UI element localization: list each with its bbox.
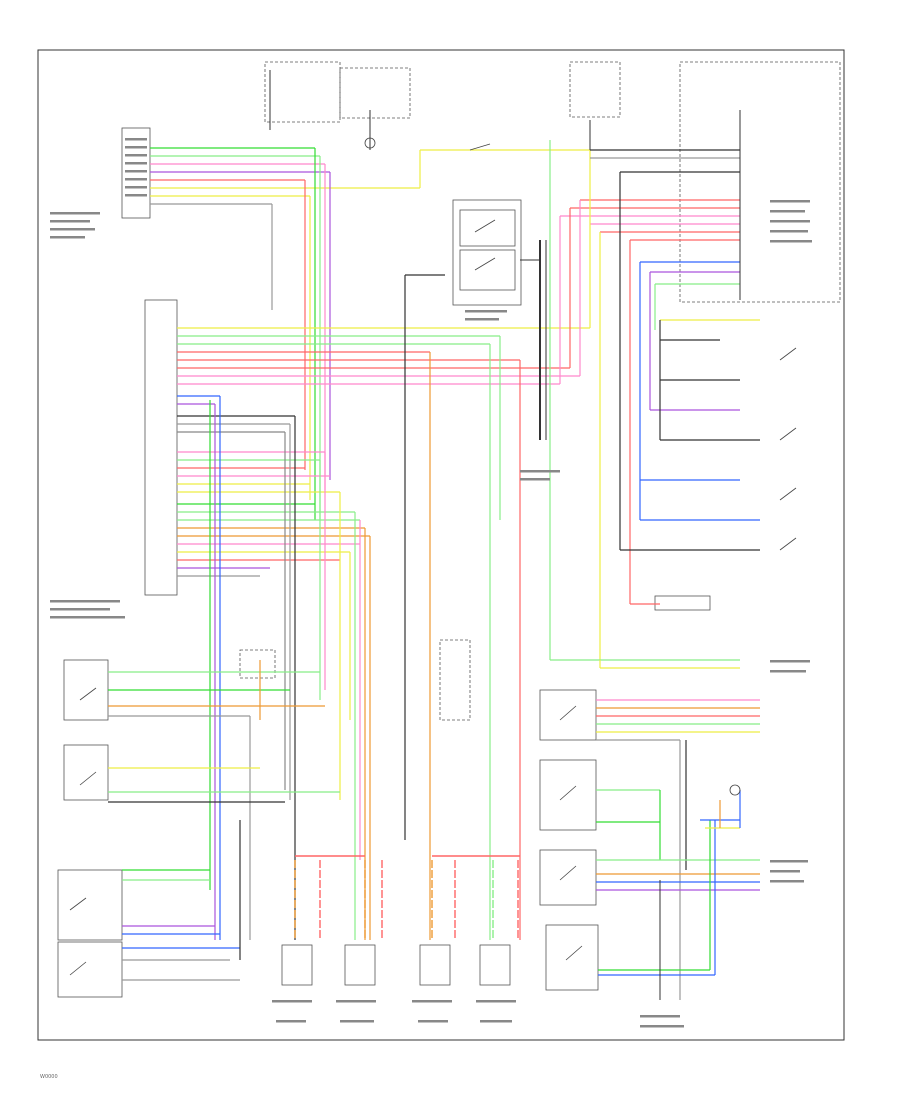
right-aux-box-1 bbox=[654, 595, 711, 611]
switch-contact bbox=[474, 257, 496, 271]
left-switch-3 bbox=[57, 869, 123, 941]
annotation-mark bbox=[465, 310, 507, 313]
lock-switch-a bbox=[459, 209, 516, 247]
right-aux-box-2 bbox=[239, 649, 276, 679]
actuator-1 bbox=[281, 944, 313, 986]
annotation-mark bbox=[125, 154, 147, 157]
actuator-4 bbox=[479, 944, 511, 986]
diagram-border bbox=[37, 49, 845, 1041]
wires-right-side bbox=[549, 140, 760, 669]
annotation-mark bbox=[480, 1020, 512, 1023]
lamp-symbol bbox=[729, 784, 741, 796]
main-control-connector bbox=[144, 299, 178, 596]
switch-contact bbox=[559, 705, 577, 721]
annotation-mark bbox=[340, 1020, 374, 1023]
annotation-mark bbox=[336, 1000, 376, 1003]
switch-contact bbox=[779, 537, 797, 551]
annotation-mark bbox=[770, 660, 810, 663]
wires-middle-verticals bbox=[209, 274, 521, 940]
component-boxes bbox=[57, 61, 841, 998]
annotation-mark bbox=[50, 220, 90, 223]
annotation-mark bbox=[50, 236, 85, 239]
switch-symbols bbox=[69, 137, 797, 976]
fuse-box bbox=[264, 61, 341, 123]
switch-contact bbox=[69, 961, 87, 976]
annotation-mark bbox=[640, 1025, 684, 1028]
annotation-mark bbox=[125, 162, 147, 165]
annotation-mark bbox=[418, 1020, 448, 1023]
annotation-mark bbox=[50, 616, 125, 619]
switch-contact bbox=[474, 219, 496, 233]
left-switch-2 bbox=[63, 744, 109, 801]
switch-contact bbox=[79, 771, 97, 786]
diagram-footer-code: W0000 bbox=[40, 1074, 58, 1080]
wires-ground bbox=[269, 70, 741, 1000]
annotation-mark bbox=[125, 178, 147, 181]
right-switch-2 bbox=[539, 759, 597, 831]
annotation-mark bbox=[770, 880, 804, 883]
fuse-relay bbox=[339, 67, 411, 119]
annotation-mark bbox=[770, 860, 808, 863]
annotation-mark bbox=[125, 138, 147, 141]
right-switch-3 bbox=[539, 849, 597, 906]
switch-contact bbox=[469, 143, 491, 151]
driver-lock-switch-box bbox=[452, 199, 522, 306]
annotation-mark bbox=[476, 1000, 516, 1003]
annotation-mark bbox=[125, 146, 147, 149]
right-switch-1 bbox=[539, 689, 597, 741]
wires-lower-right bbox=[596, 699, 760, 1000]
annotation-mark bbox=[412, 1000, 452, 1003]
annotation-mark bbox=[50, 600, 120, 603]
annotation-mark bbox=[465, 318, 499, 321]
annotation-mark bbox=[640, 1015, 680, 1018]
annotation-mark bbox=[770, 210, 805, 213]
actuator-3 bbox=[419, 944, 451, 986]
switch-contact bbox=[779, 347, 797, 361]
annotation-mark bbox=[50, 608, 110, 611]
switch-contact bbox=[79, 687, 97, 701]
wires-verticals-left bbox=[304, 148, 331, 520]
annotation-mark bbox=[272, 1000, 312, 1003]
annotation-mark bbox=[770, 230, 808, 233]
annotation-mark bbox=[520, 470, 560, 473]
annotation-mark bbox=[770, 670, 806, 673]
left-switch-4 bbox=[57, 941, 123, 998]
lock-switch-b bbox=[459, 249, 516, 291]
wires-main-connector bbox=[177, 327, 590, 577]
annotation-mark bbox=[770, 240, 812, 243]
pin-annotations bbox=[50, 138, 812, 1028]
annotation-mark bbox=[125, 194, 147, 197]
switch-contact bbox=[559, 865, 577, 881]
switch-contact bbox=[565, 945, 583, 961]
switch-contact bbox=[779, 427, 797, 441]
annotation-mark bbox=[125, 170, 147, 173]
lamp-symbol bbox=[364, 137, 376, 149]
annotation-mark bbox=[50, 212, 100, 215]
middle-relay-module bbox=[439, 639, 471, 721]
annotation-mark bbox=[770, 220, 810, 223]
switch-contact bbox=[69, 897, 87, 911]
annotation-mark bbox=[770, 870, 800, 873]
left-switch-1 bbox=[63, 659, 109, 721]
wires-top-left bbox=[150, 147, 590, 310]
annotation-mark bbox=[770, 200, 810, 203]
wires-lower-left bbox=[108, 660, 340, 981]
switch-contact bbox=[559, 785, 577, 801]
right-switch-4 bbox=[545, 924, 599, 991]
switch-contact bbox=[779, 487, 797, 501]
annotation-mark bbox=[125, 186, 147, 189]
annotation-mark bbox=[276, 1020, 306, 1023]
annotation-mark bbox=[520, 478, 550, 481]
left-upper-connector bbox=[121, 127, 151, 219]
actuator-2 bbox=[344, 944, 376, 986]
keyless-receiver-box bbox=[679, 61, 841, 303]
top-right-relay bbox=[569, 61, 621, 118]
wires-actuator-leads bbox=[294, 855, 520, 940]
annotation-mark bbox=[50, 228, 95, 231]
